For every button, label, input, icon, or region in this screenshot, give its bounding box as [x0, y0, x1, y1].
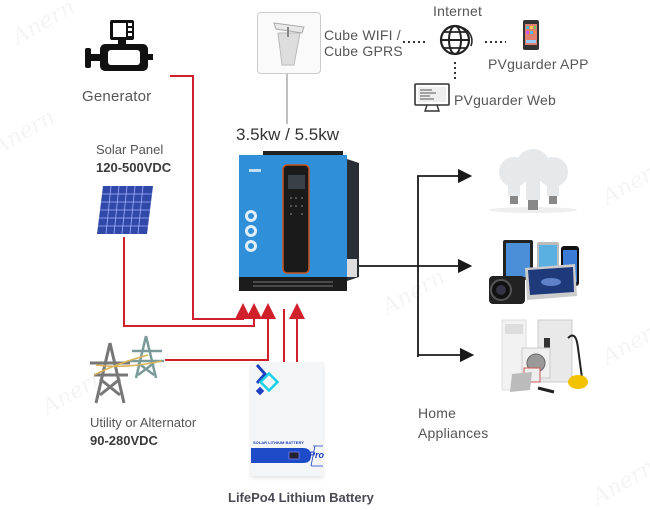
battery-image: SOLAR LITHIUM BATTERY Pro: [251, 362, 325, 476]
power-tower-icon: [90, 335, 164, 404]
solar-voltage: 120-500VDC: [96, 160, 172, 175]
smartphone-icon: [523, 20, 539, 50]
web-label: PVguarder Web: [454, 92, 556, 108]
battery-brand-text: SOLAR LITHIUM BATTERY: [253, 440, 304, 445]
generator-wire: [170, 75, 251, 320]
light-bulbs-icon: [489, 149, 577, 213]
battery-logo-icon: [251, 364, 323, 467]
inverter-power-label: 3.5kw / 5.5kw: [236, 125, 339, 144]
appliances-label-line1: Home: [418, 405, 457, 421]
solar-panel-icon: [97, 185, 153, 235]
battery-pro-badge: Pro: [309, 450, 325, 460]
generator-icon: [85, 20, 153, 71]
utility-voltage: 90-280VDC: [90, 433, 158, 448]
monitor-icon: [414, 83, 450, 112]
utility-title: Utility or Alternator: [90, 415, 197, 430]
globe-icon: [439, 24, 473, 56]
appliances-label-line2: Appliances: [418, 425, 489, 441]
solar-wire: [123, 237, 262, 327]
household-appliances-icon: [501, 319, 588, 394]
electronics-icon: [489, 240, 579, 304]
generator-label: Generator: [82, 88, 152, 105]
internet-label: Internet: [433, 3, 483, 19]
cube-label-line2: Cube GPRS: [324, 43, 403, 59]
cube-dongle-icon: [273, 22, 305, 66]
output-wire-lights: [417, 168, 473, 357]
inverter-image: [239, 151, 359, 291]
cube-label-line1: Cube WIFI /: [324, 27, 401, 43]
utility-wire: [165, 303, 276, 361]
cube-device-box: [257, 12, 321, 74]
battery-label: LifePo4 Lithium Battery: [228, 490, 374, 505]
solar-title: Solar Panel: [96, 142, 164, 157]
app-label: PVguarder APP: [488, 56, 589, 72]
